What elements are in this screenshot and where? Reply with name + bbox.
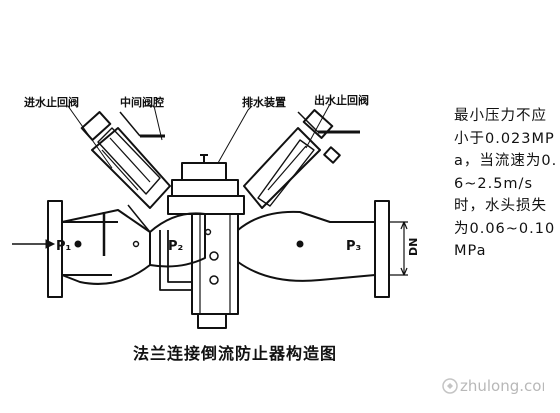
watermark-text: zhulong.com: [460, 377, 544, 395]
chamber-p3: [237, 210, 376, 282]
watermark-logo: zhulong.com: [442, 377, 544, 395]
label-p2: P₂: [168, 239, 183, 254]
label-middle-chamber: 中间阀腔: [120, 95, 164, 109]
backflow-preventer-diagram: 进水止回阀 中间阀腔 排水装置 出水止回阀 P₁ P₂ P₃ DN: [12, 93, 420, 329]
label-outlet-check-valve: 出水止回阀: [314, 93, 369, 107]
diagram-caption: 法兰连接倒流防止器构造图: [132, 344, 337, 363]
left-flange: [47, 200, 63, 298]
label-dn: DN: [407, 238, 420, 256]
pressure-note: 最小压力不应小于0.023MPa，当流速为0.6~2.5m/s时，水头损失为0.…: [454, 108, 558, 259]
label-drain-device: 排水装置: [242, 95, 286, 109]
label-p3: P₃: [346, 239, 361, 254]
label-p1: P₁: [56, 239, 71, 254]
drain-device-body: [171, 179, 239, 196]
right-flange: [374, 200, 390, 298]
inlet-check-valve-body: [91, 127, 171, 209]
chamber-p1: [61, 209, 151, 285]
label-inlet-check-valve: 进水止回阀: [24, 95, 79, 109]
outlet-check-valve-body: [243, 127, 321, 209]
